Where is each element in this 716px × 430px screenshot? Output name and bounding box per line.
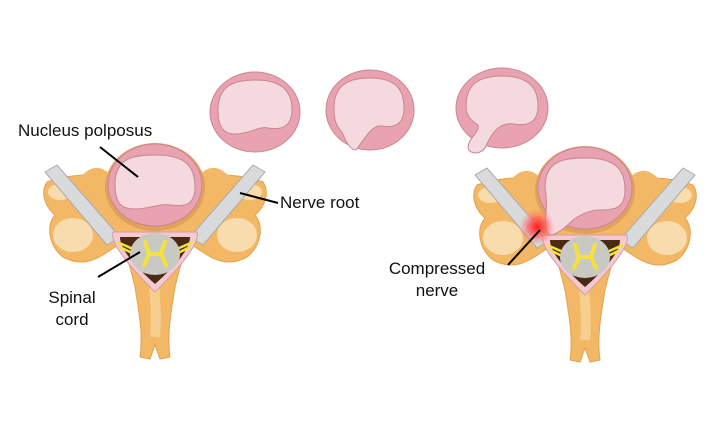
leader-spinal-cord	[97, 251, 141, 278]
label-compressed-nerve: Compressed nerve	[385, 258, 489, 302]
disc-stage-2	[325, 69, 415, 151]
label-nerve: nerve	[415, 281, 459, 300]
leader-nucleus	[99, 146, 139, 178]
label-nucleus: Nucleus polposus	[18, 121, 153, 140]
compression-glow	[519, 209, 555, 245]
leader-nerve-root	[239, 192, 279, 204]
disc-stage-3	[455, 67, 549, 154]
label-spinal-cord: Spinal cord	[40, 287, 104, 331]
disc-stage-1	[209, 71, 301, 153]
label-compressed: Compressed	[388, 259, 486, 278]
label-spinal: Spinal	[48, 288, 96, 307]
nucleus-pulposus	[114, 154, 196, 210]
leader-compressed	[507, 229, 541, 266]
herniated-vertebra	[474, 146, 697, 362]
healthy-vertebra	[44, 143, 267, 359]
label-nerve-root: Nerve root	[280, 193, 360, 212]
label-cord: cord	[55, 310, 89, 329]
